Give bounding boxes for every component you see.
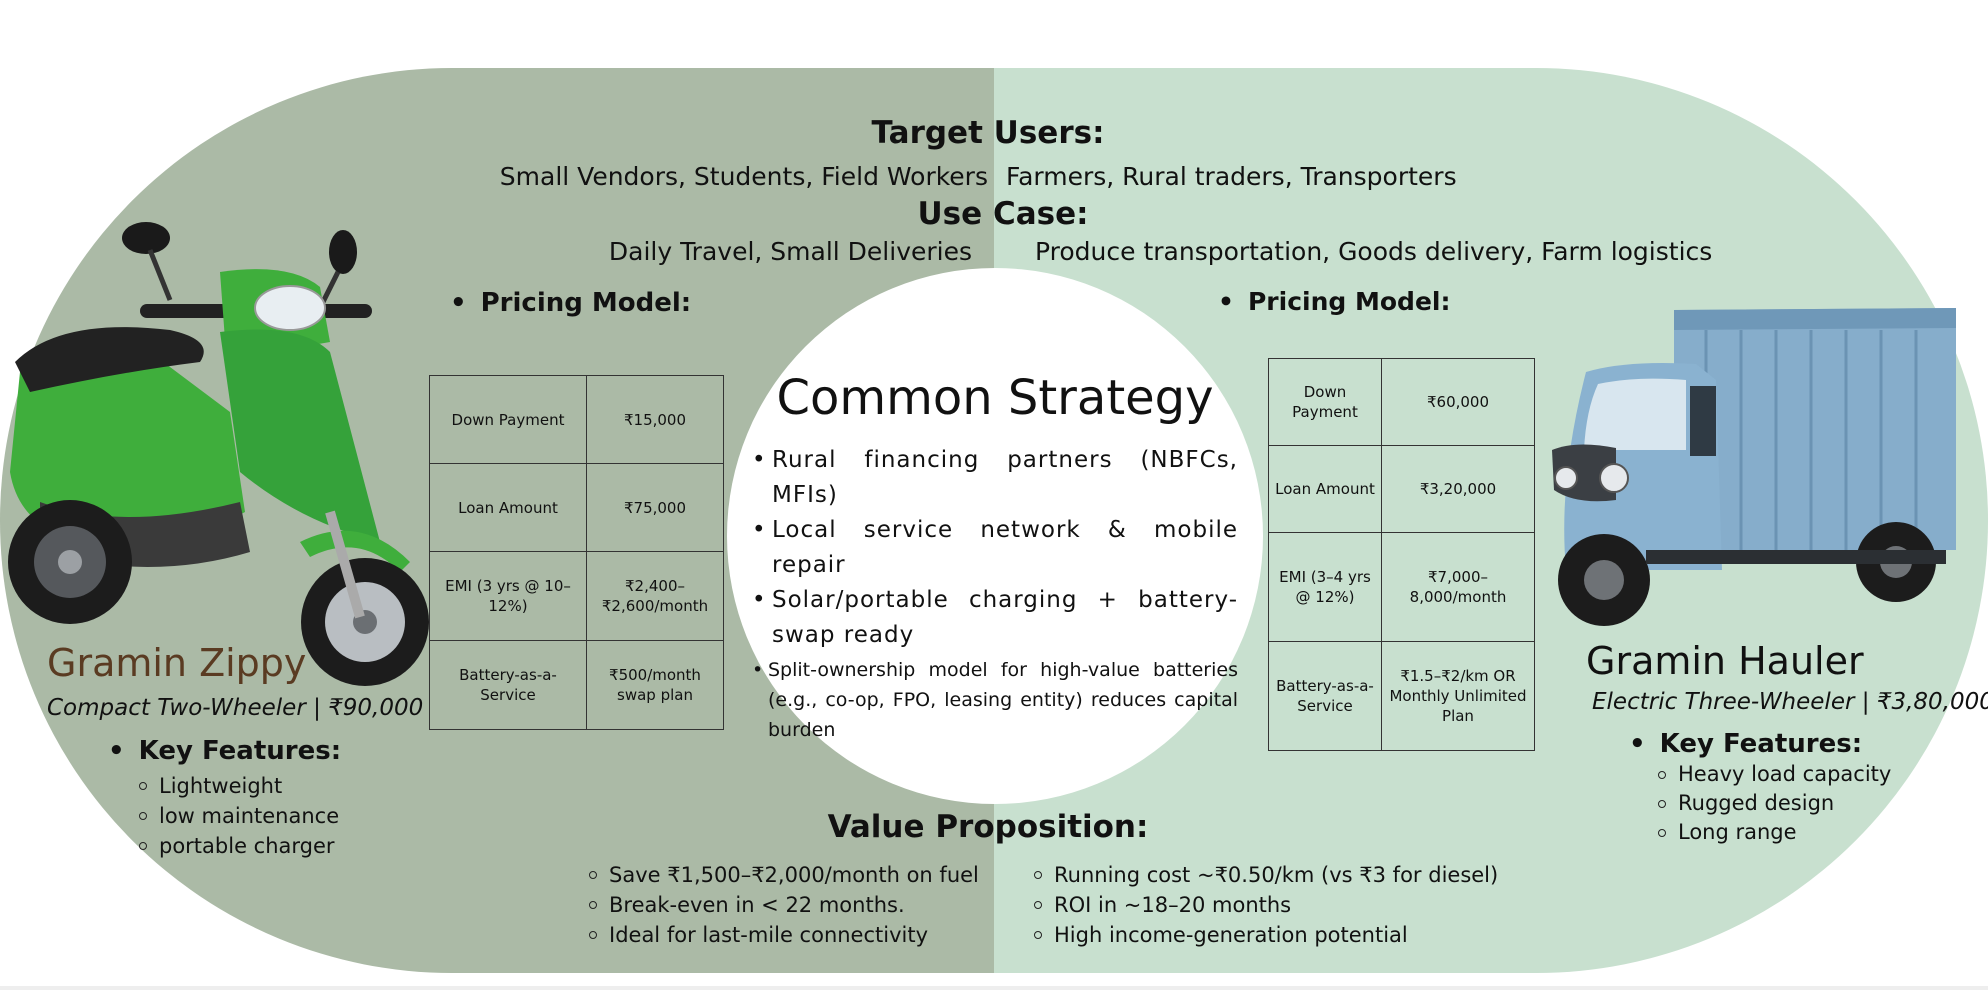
table-row: Loan Amount ₹75,000 (429, 463, 724, 552)
value-right-list: Running cost ~₹0.50/km (vs ₹3 for diesel… (1032, 860, 1498, 950)
table-row: EMI (3–4 yrs @ 12%) ₹7,000–8,000/month (1268, 532, 1535, 642)
table-cell-value: ₹3,20,000 (1381, 445, 1535, 533)
bottom-divider (0, 986, 1988, 990)
table-row: Loan Amount ₹3,20,000 (1268, 445, 1535, 533)
table-cell-label: Down Payment (1268, 358, 1382, 446)
table-cell-label: Loan Amount (1268, 445, 1382, 533)
list-item: Ideal for last-mile connectivity (587, 920, 979, 950)
table-cell-value: ₹7,000–8,000/month (1381, 532, 1535, 642)
table-cell-label: Battery-as-a-Service (1268, 641, 1382, 751)
common-strategy-list: Rural financing partners (NBFCs, MFIs) L… (750, 443, 1238, 745)
target-users-left: Small Vendors, Students, Field Workers (499, 162, 988, 191)
table-row: EMI (3 yrs @ 10–12%) ₹2,400–₹2,600/month (429, 551, 724, 641)
strategy-item: Split-ownership model for high-value bat… (750, 655, 1238, 745)
blue-cargo-three-wheeler-icon (1552, 308, 1956, 626)
use-case-left: Daily Travel, Small Deliveries (608, 237, 972, 266)
list-item: Break-even in < 22 months. (587, 890, 979, 920)
use-case-heading: Use Case: (917, 196, 1089, 232)
zippy-pricing-heading: Pricing Model: (450, 288, 692, 318)
table-row: Down Payment ₹60,000 (1268, 358, 1535, 446)
hauler-features-list: Heavy load capacity Rugged design Long r… (1656, 760, 1891, 847)
zippy-product-subtitle: Compact Two-Wheeler | ₹90,000 (47, 695, 424, 721)
list-item: High income-generation potential (1032, 920, 1498, 950)
table-cell-value: ₹75,000 (586, 463, 724, 552)
table-row: Battery-as-a-Service ₹500/month swap pla… (429, 640, 724, 730)
zippy-features-list: Lightweight low maintenance portable cha… (137, 771, 339, 861)
green-scooter-icon (8, 222, 429, 686)
table-row: Battery-as-a-Service ₹1.5–₹2/km OR Month… (1268, 641, 1535, 751)
table-cell-label: Battery-as-a-Service (429, 640, 587, 730)
hauler-product-name: Gramin Hauler (1586, 639, 1864, 683)
table-cell-label: Loan Amount (429, 463, 587, 552)
list-item: Running cost ~₹0.50/km (vs ₹3 for diesel… (1032, 860, 1498, 890)
table-cell-value: ₹500/month swap plan (586, 640, 724, 730)
zippy-product-name: Gramin Zippy (47, 641, 307, 685)
hauler-product-subtitle: Electric Three-Wheeler | ₹3,80,000 (1592, 689, 1988, 715)
strategy-item: Solar/portable charging + battery-swap r… (750, 583, 1238, 653)
zippy-features-heading: Key Features: (108, 736, 341, 766)
table-cell-value: ₹1.5–₹2/km OR Monthly Unlimited Plan (1381, 641, 1535, 751)
list-item: Rugged design (1656, 789, 1891, 818)
value-proposition-heading: Value Proposition: (827, 809, 1149, 845)
table-row: Down Payment ₹15,000 (429, 375, 724, 464)
strategy-item: Rural financing partners (NBFCs, MFIs) (750, 443, 1238, 513)
strategy-item: Local service network & mobile repair (750, 513, 1238, 583)
table-cell-label: EMI (3 yrs @ 10–12%) (429, 551, 587, 641)
zippy-pricing-table: Down Payment ₹15,000 Loan Amount ₹75,000… (429, 375, 724, 730)
list-item: portable charger (137, 831, 339, 861)
table-cell-value: ₹15,000 (586, 375, 724, 464)
list-item: Save ₹1,500–₹2,000/month on fuel (587, 860, 979, 890)
table-cell-value: ₹2,400–₹2,600/month (586, 551, 724, 641)
value-left-list: Save ₹1,500–₹2,000/month on fuel Break-e… (587, 860, 979, 950)
hauler-pricing-heading: Pricing Model: (1218, 287, 1450, 316)
table-cell-value: ₹60,000 (1381, 358, 1535, 446)
list-item: ROI in ~18–20 months (1032, 890, 1498, 920)
target-users-heading: Target Users: (871, 115, 1105, 151)
hauler-features-heading: Key Features: (1629, 729, 1862, 759)
use-case-right: Produce transportation, Goods delivery, … (1035, 237, 1713, 266)
table-cell-label: Down Payment (429, 375, 587, 464)
common-strategy-title: Common Strategy (776, 370, 1214, 426)
table-cell-label: EMI (3–4 yrs @ 12%) (1268, 532, 1382, 642)
list-item: low maintenance (137, 801, 339, 831)
hauler-pricing-table: Down Payment ₹60,000 Loan Amount ₹3,20,0… (1268, 358, 1535, 751)
list-item: Heavy load capacity (1656, 760, 1891, 789)
list-item: Long range (1656, 818, 1891, 847)
target-users-right: Farmers, Rural traders, Transporters (1006, 162, 1457, 191)
list-item: Lightweight (137, 771, 339, 801)
